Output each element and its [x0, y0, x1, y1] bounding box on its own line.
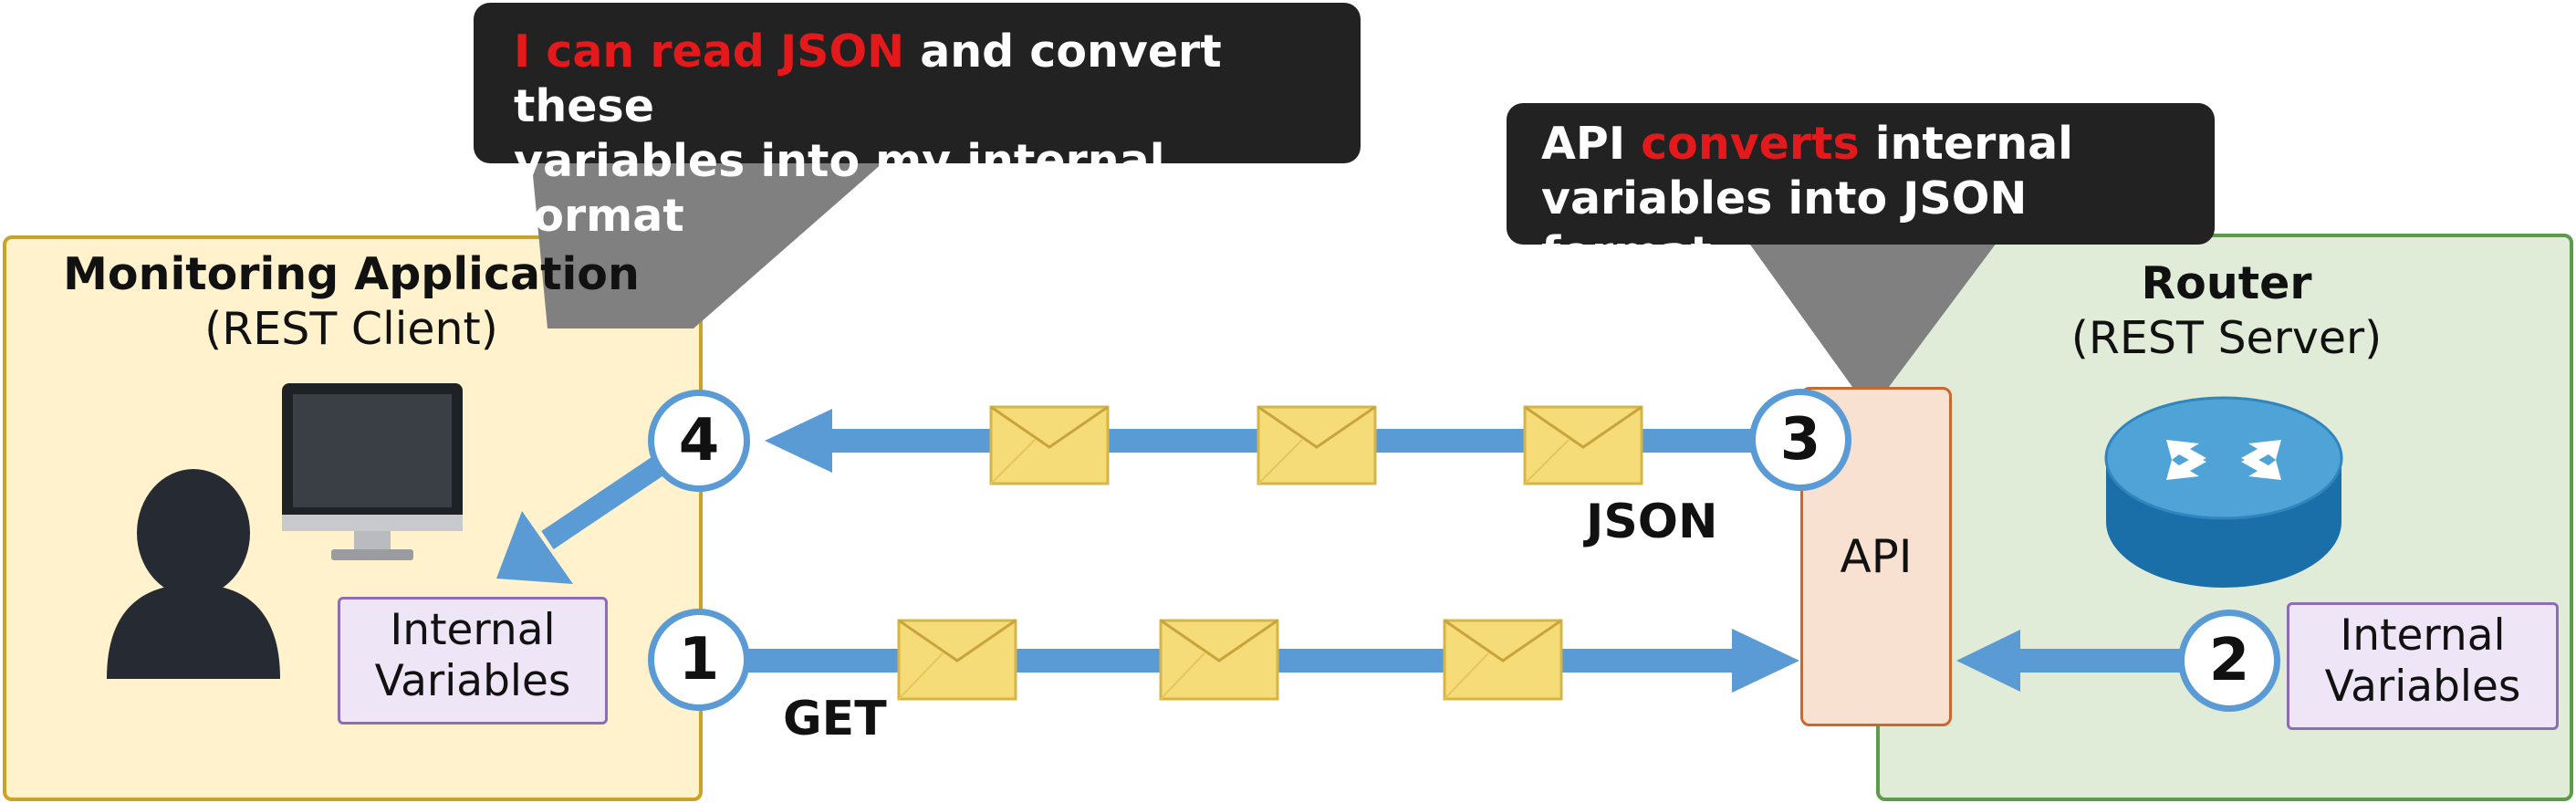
- server-subtitle: (REST Server): [2070, 312, 2383, 364]
- step-3-number: 3: [1779, 406, 1821, 474]
- server-variables-line1: Internal: [2340, 610, 2506, 661]
- step-4-marker: 4: [648, 390, 750, 492]
- server-internal-variables: Internal Variables: [2287, 602, 2559, 730]
- api-callout-line2: variables into JSON format: [1541, 172, 2028, 279]
- response-arrowhead: [765, 409, 832, 473]
- request-method-label: GET: [783, 692, 887, 746]
- envelope-icon: [1257, 405, 1377, 485]
- step-1-marker: 1: [648, 609, 750, 711]
- client-callout-line2: variables into my internal format: [514, 135, 1165, 242]
- step-3-marker: 3: [1749, 389, 1851, 491]
- step-2-marker: 2: [2178, 610, 2280, 712]
- server-title: Router: [2141, 257, 2312, 309]
- api-callout-post: internal: [1859, 118, 2073, 170]
- client-callout-line1-rest: and convert these: [514, 26, 1222, 132]
- step-2-number: 2: [2208, 627, 2250, 694]
- client-callout-line1: I can read JSON and convert these: [514, 25, 1320, 134]
- step-4-number: 4: [678, 407, 720, 474]
- client-callout-highlight: I can read JSON: [514, 26, 905, 78]
- api-callout-highlight: converts: [1641, 118, 1860, 170]
- server-variables-line2: Variables: [2324, 662, 2521, 712]
- client-subtitle: (REST Client): [204, 303, 498, 355]
- router-icon: [2104, 396, 2343, 588]
- envelope-icon: [1523, 405, 1643, 485]
- client-internal-variables: Internal Variables: [338, 597, 608, 725]
- envelope-icon: [1159, 619, 1279, 701]
- client-title: Monitoring Application: [63, 248, 640, 300]
- step-1-number: 1: [678, 626, 720, 694]
- envelope-icon: [989, 405, 1110, 485]
- client-variables-line1: Internal: [390, 605, 556, 655]
- to-internal-variables-arrow: [541, 456, 665, 549]
- to-internal-variables-arrowhead: [496, 511, 573, 584]
- request-arrowhead: [1732, 629, 1799, 693]
- response-format-label: JSON: [1586, 495, 1718, 549]
- api-callout-pre: API: [1541, 118, 1642, 170]
- envelope-icon: [897, 619, 1017, 701]
- api-callout: API converts internal variables into JSO…: [1507, 103, 2215, 279]
- api-callout-pointer: [1738, 228, 2008, 387]
- user-icon: [107, 469, 280, 679]
- api-label: API: [1840, 530, 1913, 583]
- client-variables-line2: Variables: [374, 656, 571, 706]
- monitor-icon: [282, 383, 463, 560]
- api-callout-line1: API converts internal: [1541, 117, 2180, 172]
- client-callout: I can read JSON and convert these variab…: [474, 3, 1361, 242]
- envelope-icon: [1443, 619, 1563, 701]
- internal-to-api-arrowhead: [1956, 630, 2020, 692]
- client-callout-pointer: [529, 137, 913, 328]
